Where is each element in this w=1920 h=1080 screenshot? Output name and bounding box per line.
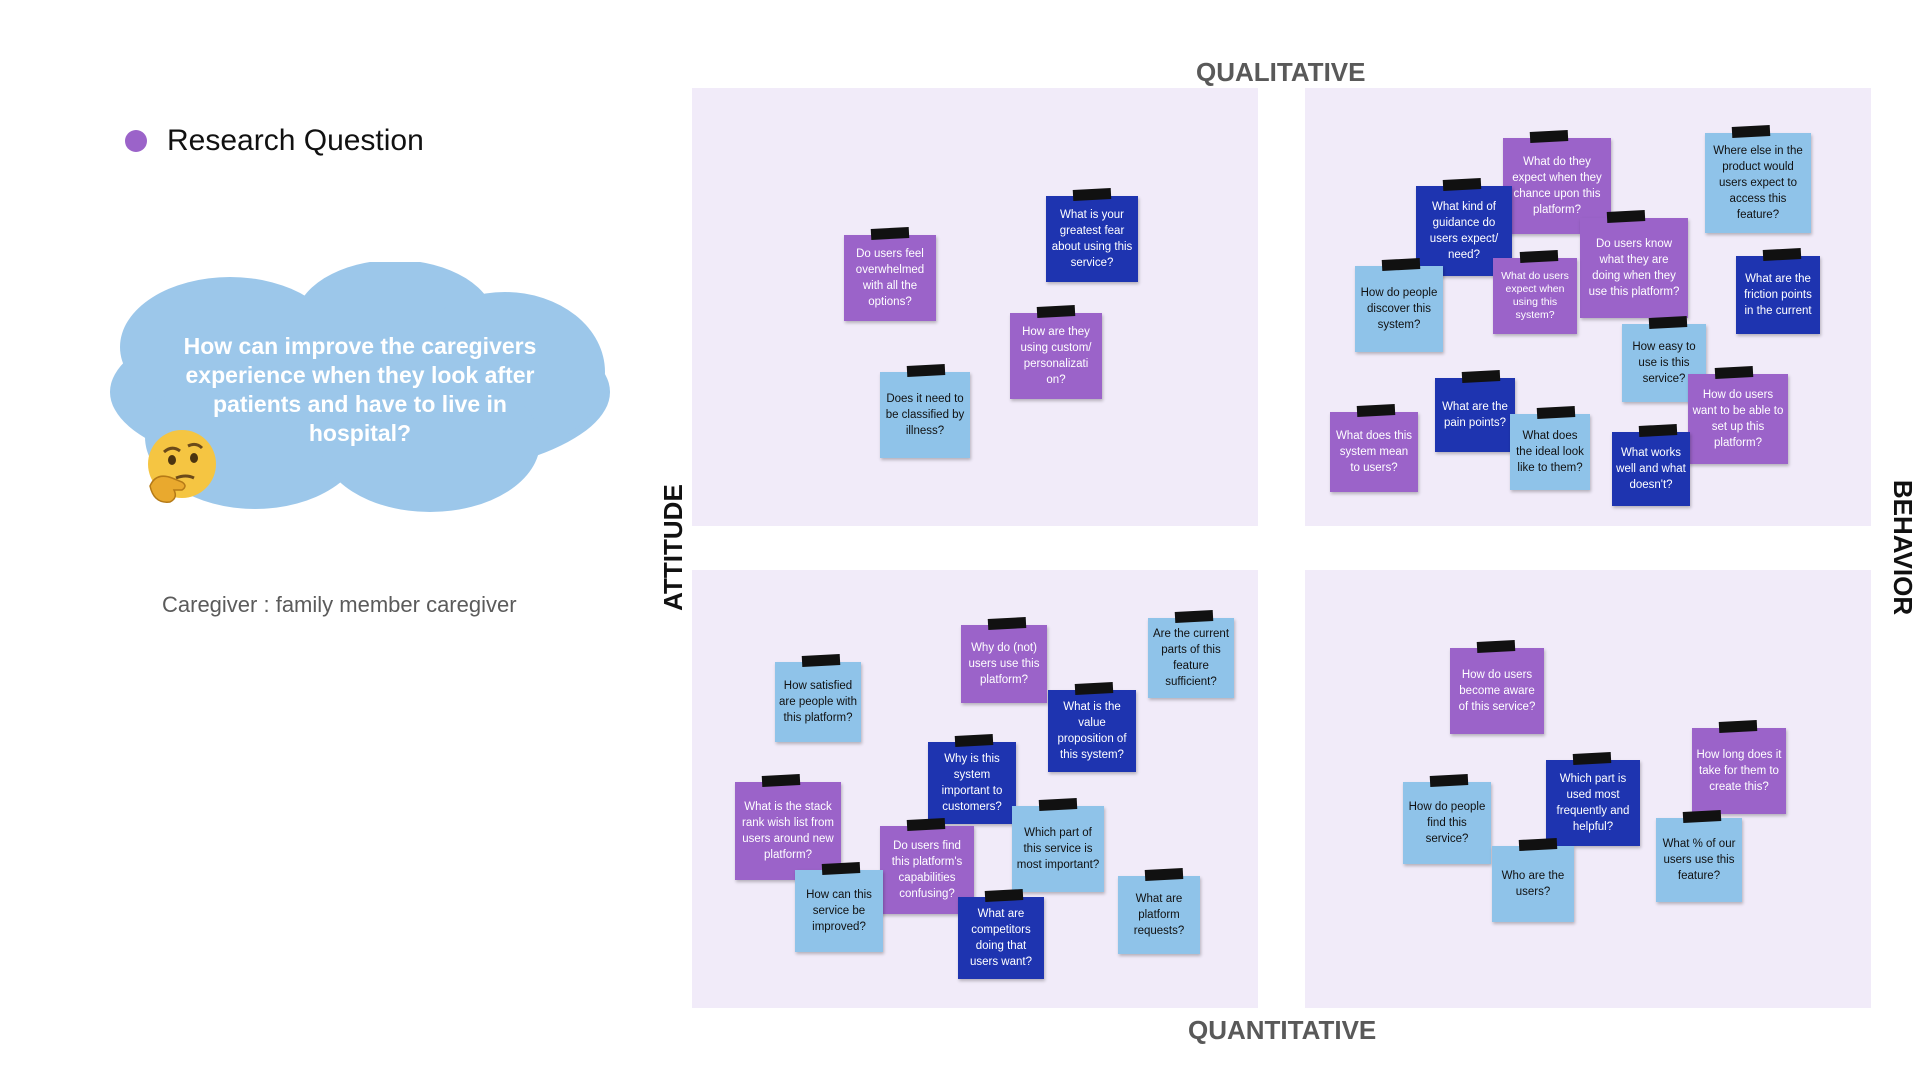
sticky-note: What works well and what doesn't? [1612, 424, 1690, 506]
legend-label: Research Question [167, 124, 424, 157]
research-question: How can improve the caregivers experienc… [183, 333, 537, 446]
axis-label-right: BEHAVIOR [1888, 479, 1919, 616]
sticky-note: Which part is used most frequently and h… [1546, 752, 1640, 846]
axis-label-top: QUALITATIVE [1196, 57, 1366, 87]
sticky-note: What is your greatest fear about using t… [1046, 188, 1138, 282]
sticky-note: What do users expect when using this sys… [1493, 250, 1577, 334]
sticky-note: How long does it take for them to create… [1692, 720, 1786, 814]
sticky-note: Where else in the product would users ex… [1705, 125, 1811, 233]
sticky-note: How do people find this service? [1403, 774, 1491, 864]
sticky-note: What are competitors doing that users wa… [958, 889, 1044, 979]
sticky-note: What are the pain points? [1435, 370, 1515, 452]
thinking-face-icon [148, 430, 216, 503]
sticky-note: Why is this system important to customer… [928, 734, 1016, 824]
sticky-note: What does this system mean to users? [1330, 404, 1418, 492]
sticky-note: What are platform requests? [1118, 868, 1200, 954]
cloud-shape [110, 262, 610, 512]
sticky-note: What is the stack rank wish list from us… [735, 774, 841, 880]
sticky-note: What % of our users use this feature? [1656, 810, 1742, 902]
sticky-note: How do users want to be able to set up t… [1688, 366, 1788, 464]
sticky-note: How can this service be improved? [795, 862, 883, 952]
caregiver-definition: Caregiver : family member caregiver [162, 592, 517, 617]
sticky-note: Do users feel overwhelmed with all the o… [844, 227, 936, 321]
sticky-note: What are the friction points in the curr… [1736, 248, 1820, 334]
sticky-note: How are they using custom/ personalizati… [1010, 305, 1102, 399]
legend-dot-icon [125, 130, 147, 152]
sticky-note: What does the ideal look like to them? [1510, 406, 1590, 490]
sticky-note: How do people discover this system? [1355, 258, 1443, 352]
legend: Research Question [125, 124, 424, 158]
sticky-note: How satisfied are people with this platf… [775, 654, 861, 742]
axis-label-left: ATTITUDE [657, 484, 688, 611]
sticky-note: Does it need to be classified by illness… [880, 364, 970, 458]
sticky-note: Which part of this service is most impor… [1012, 798, 1104, 892]
sticky-note: How do users become aware of this servic… [1450, 640, 1544, 734]
sticky-note: What is the value proposition of this sy… [1048, 682, 1136, 772]
sticky-note: Why do (not) users use this platform? [961, 617, 1047, 703]
sticky-note: Do users know what they are doing when t… [1580, 210, 1688, 318]
sticky-note: Are the current parts of this feature su… [1148, 610, 1234, 698]
quadrant-qualitative-attitude [692, 88, 1258, 526]
axis-label-bottom: QUANTITATIVE [1188, 1015, 1377, 1045]
sticky-note: Who are the users? [1492, 838, 1574, 922]
